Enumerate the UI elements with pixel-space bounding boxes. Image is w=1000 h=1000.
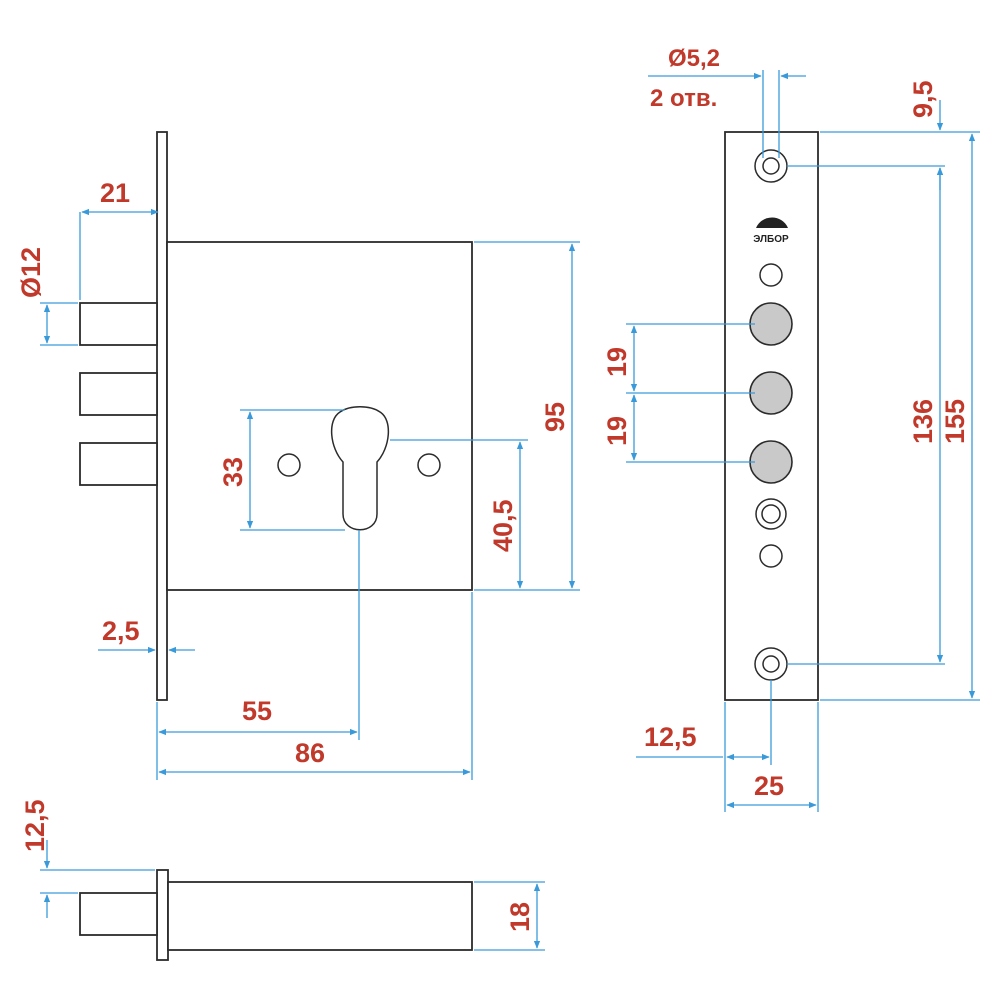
small-hole-bottom xyxy=(759,544,783,568)
dim-18-label: 18 xyxy=(505,902,535,932)
lock-case xyxy=(166,241,473,591)
dim-25-label: 25 xyxy=(754,771,784,801)
faceplate-view: ЭЛБОР Ø5,2 2 отв. 9,5 19 19 xyxy=(602,45,980,812)
latch-hole-outer xyxy=(755,498,787,530)
cylinder-keyhole xyxy=(331,406,389,531)
dim-95-label: 95 xyxy=(540,402,570,432)
bolt-hole-1 xyxy=(749,302,793,346)
dim-9-5-label: 9,5 xyxy=(908,80,938,118)
dim-19-upper-label: 19 xyxy=(602,347,632,377)
dim-86-label: 86 xyxy=(295,738,325,768)
bolt-middle xyxy=(79,372,158,416)
front-faceplate xyxy=(156,131,168,701)
dim-diameter-5-2-label: Ø5,2 xyxy=(668,45,720,72)
dim-21-label: 21 xyxy=(100,178,130,208)
dim-40-5-label: 40,5 xyxy=(488,499,518,552)
dim-136-label: 136 xyxy=(908,399,938,444)
bolt-hole-3 xyxy=(749,440,793,484)
small-hole-top xyxy=(759,263,783,287)
dim-55-label: 55 xyxy=(242,696,272,726)
case-screw-hole-right xyxy=(417,453,441,477)
elbor-logo: ЭЛБОР xyxy=(753,217,789,245)
dim-19-lower-label: 19 xyxy=(602,416,632,446)
bottom-bolt xyxy=(79,892,158,936)
screw-hole-top-inner xyxy=(762,157,780,175)
bottom-case xyxy=(167,881,473,951)
front-view: 21 Ø12 33 95 40,5 2,5 55 86 xyxy=(16,131,580,780)
case-screw-hole-left xyxy=(277,453,301,477)
latch-hole-inner xyxy=(761,504,781,524)
bolt-top xyxy=(79,302,158,346)
dim-155-label: 155 xyxy=(940,399,970,444)
bottom-view: 12,5 18 xyxy=(20,799,545,961)
dim-diameter-12-label: Ø12 xyxy=(16,247,46,298)
bottom-faceplate xyxy=(156,869,169,961)
logo-text: ЭЛБОР xyxy=(753,234,789,245)
screw-hole-bottom-inner xyxy=(762,655,780,673)
faceplate-strip xyxy=(724,131,819,701)
dim-hole-count-label: 2 отв. xyxy=(650,85,717,112)
dim-faceplate-12-5-label: 12,5 xyxy=(644,722,697,752)
bolt-bottom xyxy=(79,442,158,486)
dim-bottom-12-5-label: 12,5 xyxy=(20,799,50,852)
dim-33-label: 33 xyxy=(218,457,248,487)
dim-2-5-label: 2,5 xyxy=(102,616,140,646)
bolt-hole-2 xyxy=(749,371,793,415)
